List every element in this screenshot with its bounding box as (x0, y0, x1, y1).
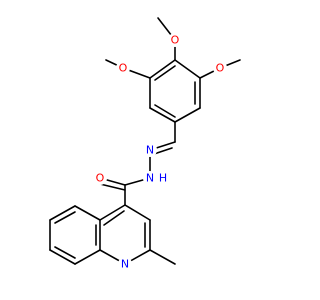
bond (149, 59, 176, 79)
bond (103, 210, 125, 226)
atom-label: N (146, 144, 154, 157)
bond (174, 59, 201, 79)
bond (99, 204, 126, 221)
bond (149, 249, 176, 265)
bond (174, 107, 201, 123)
atom-label: O (171, 34, 180, 47)
atom-oxygen-left: O (116, 61, 130, 75)
molecule-structure: O O O N N H O N (49, 17, 241, 271)
atom-label: O (216, 62, 225, 75)
atom-oxygen-top: O (168, 33, 182, 47)
bond (49, 249, 76, 265)
atom-nitrogen-ring: N (118, 257, 132, 271)
atom-label: N (121, 258, 129, 271)
atom-label: O (119, 62, 128, 75)
bond (99, 183, 126, 191)
atom-label: O (96, 172, 105, 185)
bond (154, 65, 176, 81)
bond (154, 104, 176, 118)
bond (149, 107, 176, 123)
bond (74, 205, 101, 221)
atom-layer: O O O N N H O N (93, 33, 227, 271)
bond (74, 249, 101, 265)
atom-nitrogen-imine: N (143, 143, 157, 157)
atom-oxygen-right: O (213, 61, 227, 75)
atom-label: H (159, 172, 167, 185)
bond (49, 205, 76, 221)
atom-oxygen-carbonyl: O (93, 171, 107, 185)
bond-layer (49, 17, 241, 265)
bond (54, 246, 76, 259)
atom-label: N (146, 172, 154, 185)
atom-nitrogen-amide: N (143, 171, 157, 185)
bond (54, 211, 76, 224)
atom-hydrogen-amide: H (157, 172, 169, 185)
bond (124, 204, 151, 221)
